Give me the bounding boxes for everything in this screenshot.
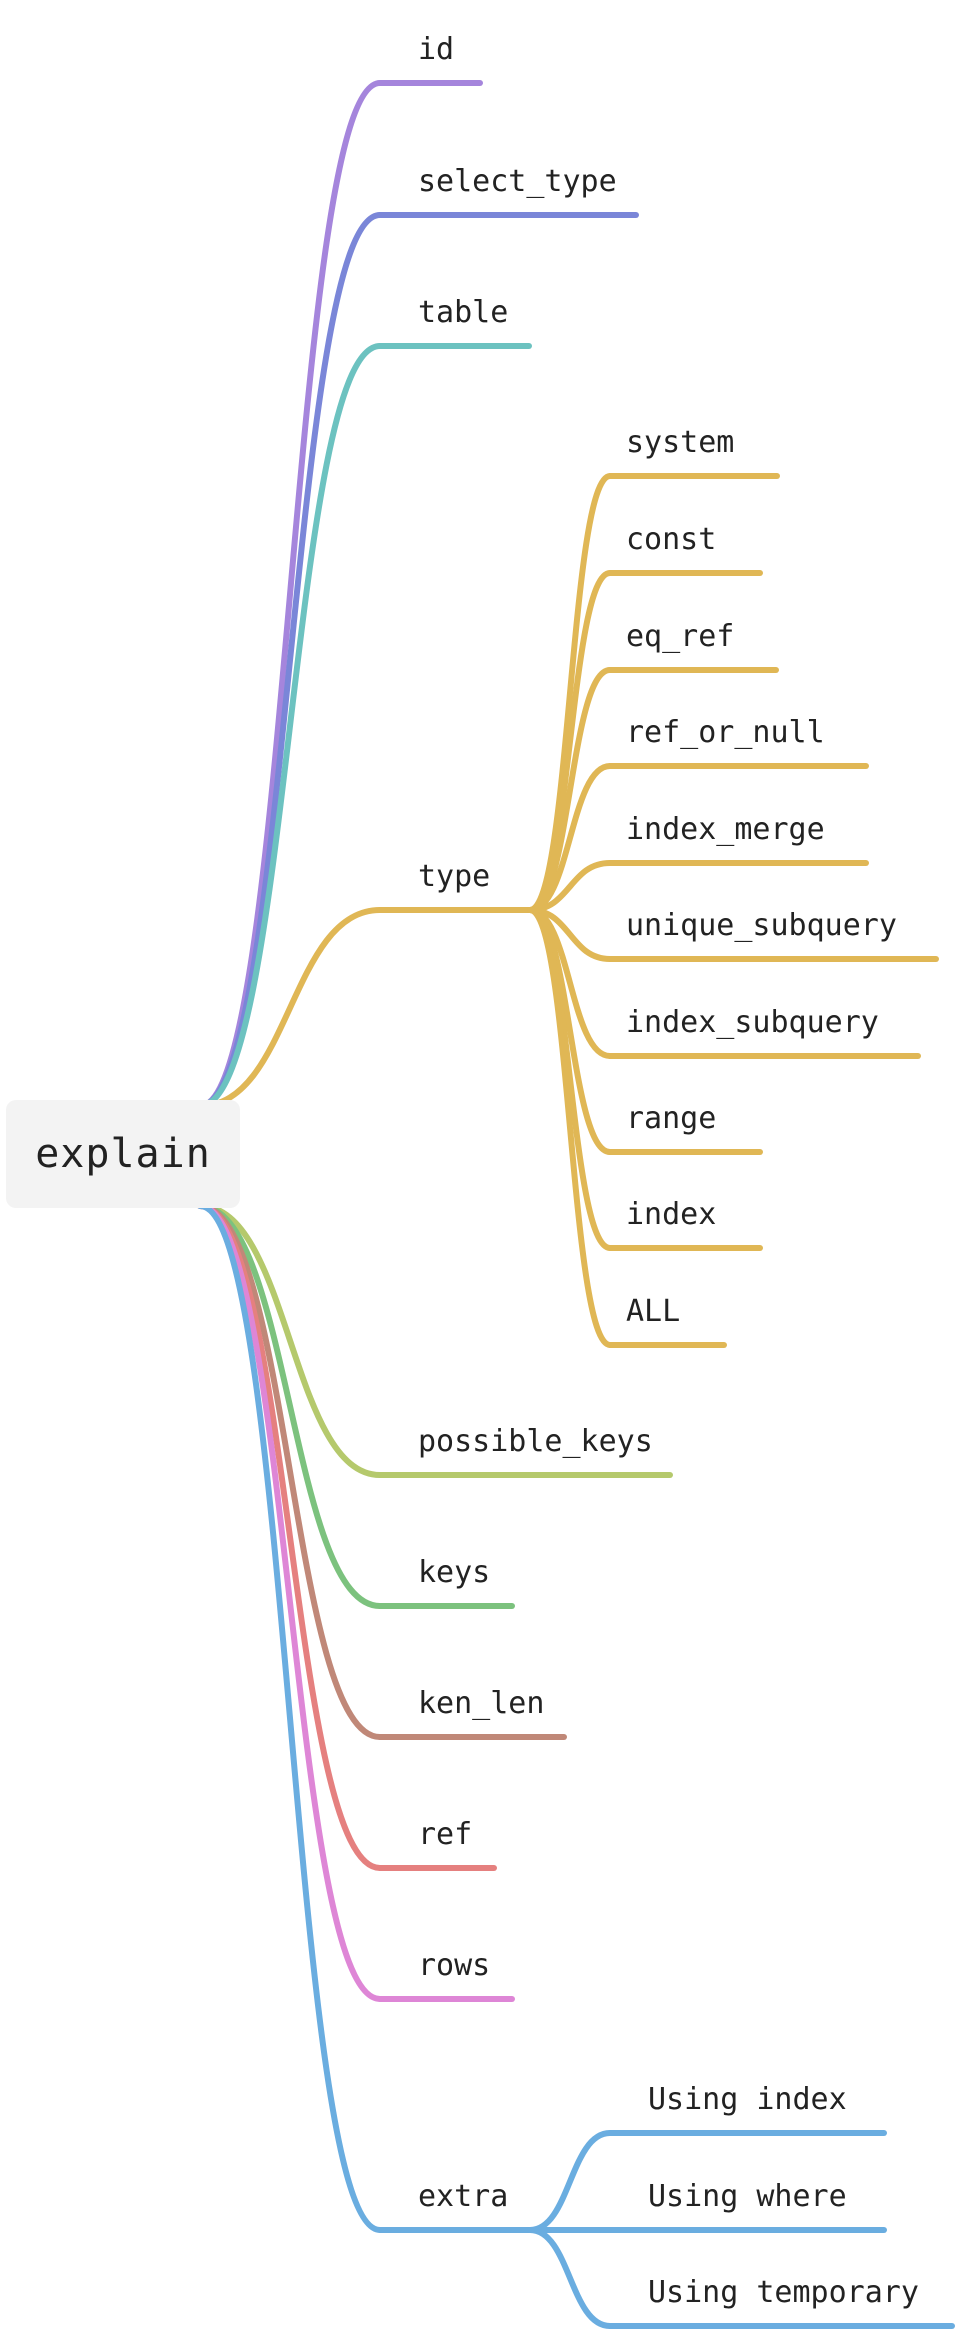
child-label-type-9[interactable]: ALL: [626, 1294, 680, 1329]
branch-label-extra[interactable]: extra: [418, 2179, 508, 2214]
child-label-type-7[interactable]: range: [626, 1101, 716, 1136]
branch-label-possible_keys[interactable]: possible_keys: [418, 1424, 653, 1459]
child-edge-type-2: [527, 667, 613, 913]
child-label-type-1[interactable]: const: [626, 522, 716, 557]
branch-label-type[interactable]: type: [418, 859, 490, 894]
edges: [197, 80, 955, 2329]
branch-label-rows[interactable]: rows: [418, 1948, 490, 1983]
child-label-extra-1[interactable]: Using where: [648, 2179, 847, 2214]
child-edge-extra-0: [527, 2130, 613, 2233]
branch-edge-possible_keys: [197, 1203, 383, 1478]
branch-edge-ken_len: [197, 1203, 383, 1740]
branch-label-ken_len[interactable]: ken_len: [418, 1686, 544, 1721]
child-edge-type-8: [527, 907, 613, 1251]
child-label-type-3[interactable]: ref_or_null: [626, 715, 825, 750]
branch-edge-extra: [197, 1203, 383, 2233]
root-node[interactable]: explain: [6, 1100, 240, 1208]
branch-label-keys[interactable]: keys: [418, 1555, 490, 1590]
child-label-type-8[interactable]: index: [626, 1197, 716, 1232]
branch-label-select_type[interactable]: select_type: [418, 164, 617, 199]
child-label-type-6[interactable]: index_subquery: [626, 1005, 879, 1040]
child-label-extra-0[interactable]: Using index: [648, 2082, 847, 2117]
child-label-type-0[interactable]: system: [626, 425, 734, 460]
child-label-extra-2[interactable]: Using temporary: [648, 2275, 919, 2310]
root-node-label: explain: [35, 1131, 211, 1177]
branch-edge-table: [197, 343, 383, 1109]
child-edge-type-3: [527, 763, 613, 913]
branch-edge-rows: [197, 1203, 383, 2002]
branch-edge-id: [197, 80, 383, 1109]
child-label-type-2[interactable]: eq_ref: [626, 619, 734, 654]
child-label-type-5[interactable]: unique_subquery: [626, 908, 897, 943]
branch-edge-keys: [197, 1203, 383, 1609]
child-edge-extra-2: [527, 2227, 613, 2329]
branch-label-table[interactable]: table: [418, 295, 508, 330]
child-label-type-4[interactable]: index_merge: [626, 812, 825, 847]
branch-edge-type: [197, 907, 383, 1109]
branch-edge-ref: [197, 1203, 383, 1871]
child-edge-type-4: [527, 860, 613, 913]
branch-edge-select_type: [197, 212, 383, 1109]
child-edge-type-1: [527, 570, 613, 913]
branch-label-id[interactable]: id: [418, 32, 454, 67]
branch-label-ref[interactable]: ref: [418, 1817, 472, 1852]
child-edge-type-9: [527, 907, 613, 1348]
